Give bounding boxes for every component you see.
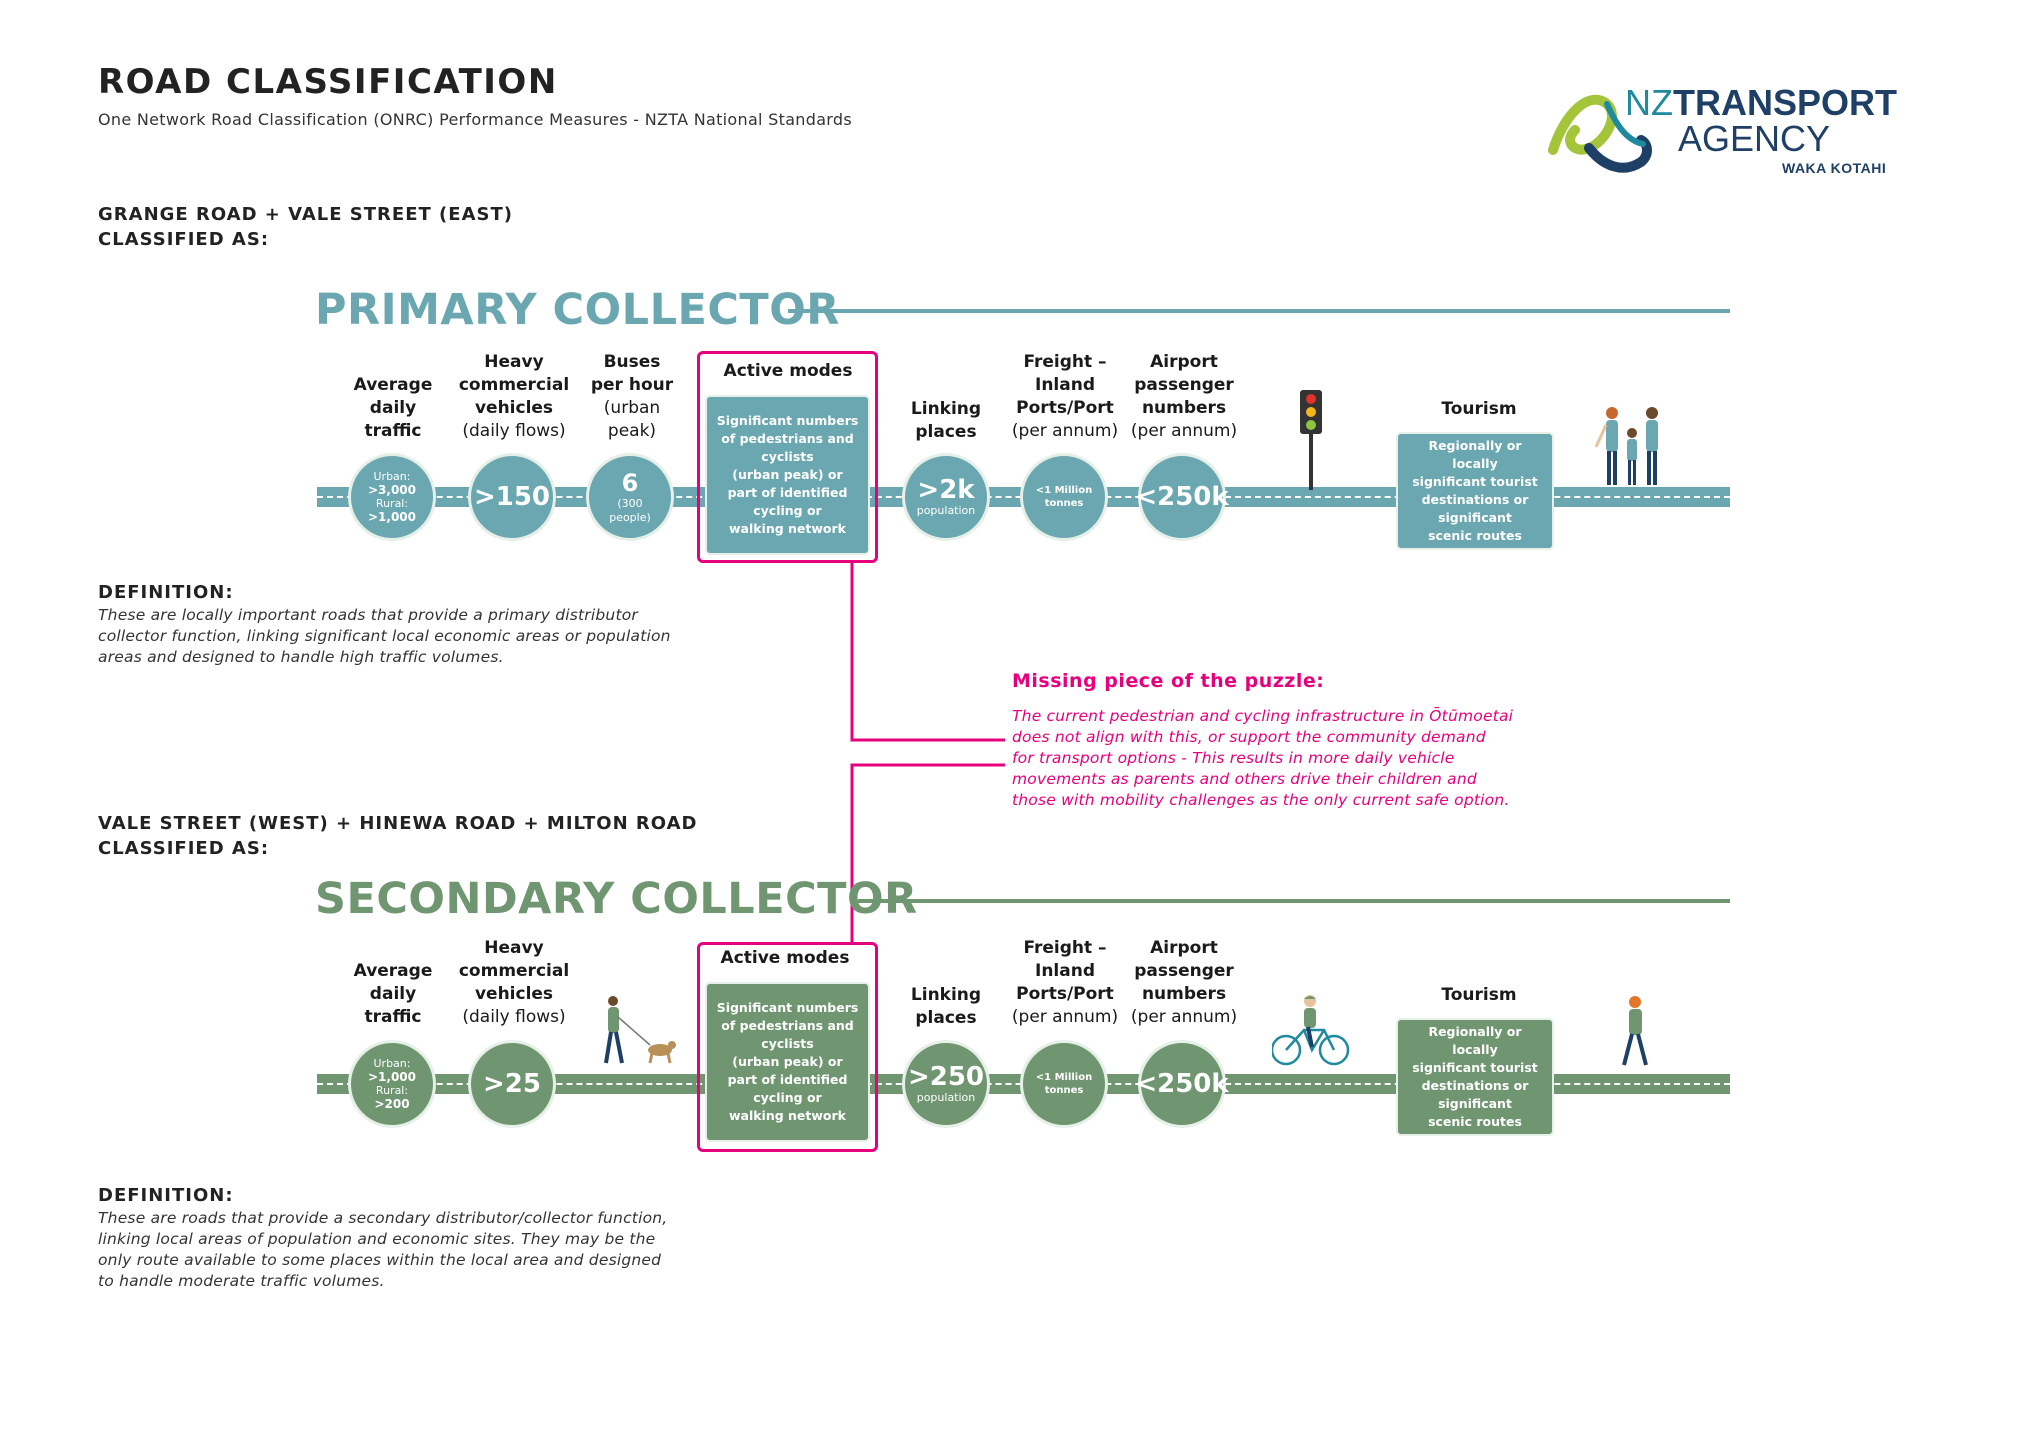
secondary-collector-title: SECONDARY COLLECTOR (315, 874, 918, 924)
primary-linking-circle: >2k population (902, 453, 990, 541)
missing-piece-title: Missing piece of the puzzle: (1012, 670, 1325, 692)
primary-freight-circle: <1 Million tonnes (1020, 453, 1108, 541)
cyclist-icon (1272, 995, 1350, 1066)
secondary-label-tourism: Tourism (1441, 985, 1517, 1005)
secondary-adt-circle: Urban: >1,000 Rural: >200 (348, 1040, 436, 1128)
primary-collector-title: PRIMARY COLLECTOR (315, 285, 840, 335)
logo-agency: AGENCY (1678, 118, 1831, 159)
pedestrian-icon (1622, 996, 1648, 1066)
secondary-freight-circle: <1 Million tonnes (1020, 1040, 1108, 1128)
secondary-active-highlight (697, 942, 878, 1152)
primary-roads-heading: GRANGE ROAD + VALE STREET (EAST) CLASSIF… (98, 202, 513, 252)
logo-mark-icon (1548, 94, 1652, 173)
primary-adt-circle: Urban: >3,000 Rural: >1,000 (348, 453, 436, 541)
secondary-roads-heading: VALE STREET (WEST) + HINEWA ROAD + MILTO… (98, 811, 697, 861)
primary-hcv-circle: >150 (468, 453, 556, 541)
primary-classified-as: CLASSIFIED AS: (98, 229, 270, 250)
secondary-linking-circle: >250 population (902, 1040, 990, 1128)
primary-label-tourism: Tourism (1441, 399, 1517, 419)
primary-airport-circle: <250k (1135, 453, 1229, 541)
primary-label-active: Active modes (723, 361, 853, 381)
secondary-label-active: Active modes (720, 948, 850, 968)
secondary-airport-circle: <250k (1135, 1040, 1229, 1128)
primary-roads-names: GRANGE ROAD + VALE STREET (EAST) (98, 204, 513, 225)
primary-definition-title: DEFINITION: (98, 582, 234, 603)
logo-nz: NZ (1625, 82, 1673, 123)
logo-transport: TRANSPORT (1673, 82, 1897, 123)
secondary-roads-names: VALE STREET (WEST) + HINEWA ROAD + MILTO… (98, 813, 698, 834)
secondary-hcv-circle: >25 (468, 1040, 556, 1128)
primary-title-rule (788, 309, 1730, 313)
nz-transport-agency-logo: NZTRANSPORT AGENCY WAKA KOTAHI (1545, 82, 1935, 182)
secondary-title-rule (858, 899, 1730, 903)
primary-definition-text: These are locally important roads that p… (98, 606, 671, 666)
missing-piece-text: The current pedestrian and cycling infra… (1012, 707, 1514, 809)
primary-buses-circle: 6 (300 people) (586, 453, 674, 541)
page-subtitle: One Network Road Classification (ONRC) P… (98, 110, 852, 129)
traffic-light-icon (1300, 390, 1322, 490)
logo-waka-kotahi: WAKA KOTAHI (1782, 160, 1887, 176)
secondary-classified-as: CLASSIFIED AS: (98, 838, 270, 859)
family-walking-icon (1594, 407, 1658, 485)
primary-active-highlight (697, 351, 878, 563)
secondary-definition-text: These are roads that provide a secondary… (98, 1209, 668, 1290)
secondary-definition-title: DEFINITION: (98, 1185, 234, 1206)
dog-walker-icon (604, 996, 676, 1064)
page-title: ROAD CLASSIFICATION (98, 62, 558, 102)
